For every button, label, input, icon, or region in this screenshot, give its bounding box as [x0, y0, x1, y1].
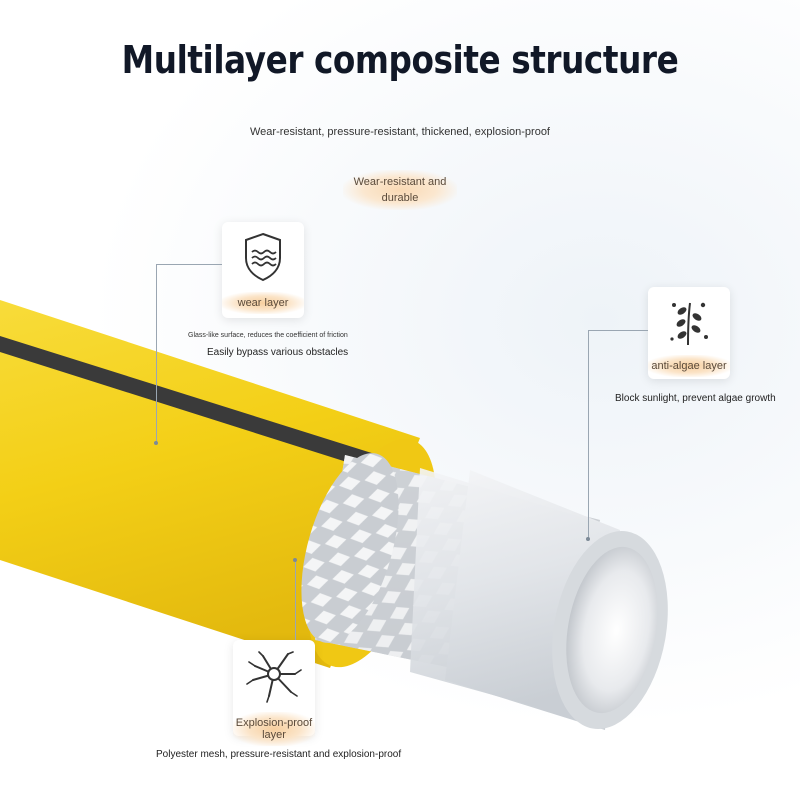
anti-algae-label: anti-algae layer — [648, 355, 730, 377]
shield-waves-icon — [245, 232, 281, 282]
page-subtitle: Wear-resistant, pressure-resistant, thic… — [250, 126, 550, 138]
wear-layer-card: wear layer — [222, 222, 304, 318]
page-title: Multilayer composite structure — [121, 38, 679, 82]
anti-algae-card: anti-algae layer — [648, 287, 730, 379]
wear-note-2: Easily bypass various obstacles — [207, 347, 349, 358]
wear-connector-v — [156, 264, 157, 444]
explosion-note: Polyester mesh, pressure-resistant and e… — [156, 749, 402, 760]
durable-badge: Wear-resistant and durable — [343, 170, 457, 210]
black-stripe — [0, 336, 378, 470]
wear-connector-h — [156, 264, 222, 265]
explosion-connector-v — [295, 560, 296, 640]
explosion-proof-label: Explosion-proof layer — [233, 712, 315, 746]
algae-leaf-icon — [670, 302, 708, 346]
durable-badge-line1: Wear-resistant and — [353, 176, 447, 188]
wear-connector-dot — [154, 441, 158, 445]
algae-connector-dot — [586, 537, 590, 541]
wear-layer-label: wear layer — [222, 292, 304, 314]
wear-note-1: Glass-like surface, reduces the coeffici… — [188, 332, 348, 339]
durable-badge-line2: durable — [381, 192, 419, 204]
crack-burst-icon — [246, 651, 302, 703]
explosion-connector-dot — [293, 558, 297, 562]
algae-note: Block sunlight, prevent algae growth — [615, 393, 776, 404]
algae-connector-h — [588, 330, 648, 331]
algae-connector-v — [588, 330, 589, 540]
tube-bore — [566, 546, 658, 714]
explosion-proof-card: Explosion-proof layer — [233, 640, 315, 746]
